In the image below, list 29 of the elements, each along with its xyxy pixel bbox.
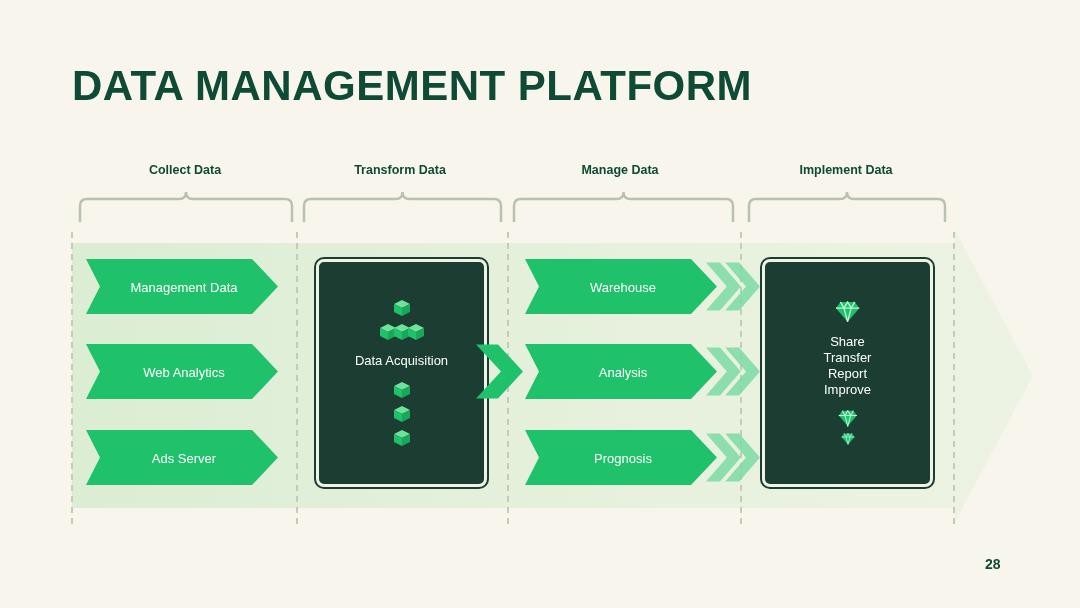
chevron-shape [86,259,278,314]
column-heading: Transform Data [353,163,447,177]
chevron-label: Management Data [129,279,239,294]
column-heading: Collect Data [147,163,223,177]
chevron-shape [525,344,717,399]
process-box [316,259,487,487]
chevron-label: Analysis [597,364,649,379]
process-box [762,259,933,487]
chevron-arrow [476,344,523,399]
box-text: Report [826,366,868,383]
chevron-label: Ads Server [150,450,218,465]
page-number: 28 [985,556,1001,572]
chevron-shape [86,344,278,399]
box-text: Improve [823,382,872,399]
chevron-label: Warehouse [589,279,657,294]
box-text: Transfer [823,350,872,367]
chevron-arrow [706,347,760,396]
chevron-shape [86,430,278,485]
chevron-arrow [706,433,760,482]
chevron-label: Web Analytics [142,364,226,379]
box-text: Share [829,334,866,351]
chevron-label: Prognosis [593,450,653,465]
column-heading: Manage Data [580,163,660,177]
chevron-shape [525,430,717,485]
chevron-shape [525,259,717,314]
column-heading: Implement Data [798,163,894,177]
title: DATA MANAGEMENT PLATFORM [72,62,753,110]
chevron-arrow [706,262,760,311]
box-text: Data Acquisition [354,353,449,369]
